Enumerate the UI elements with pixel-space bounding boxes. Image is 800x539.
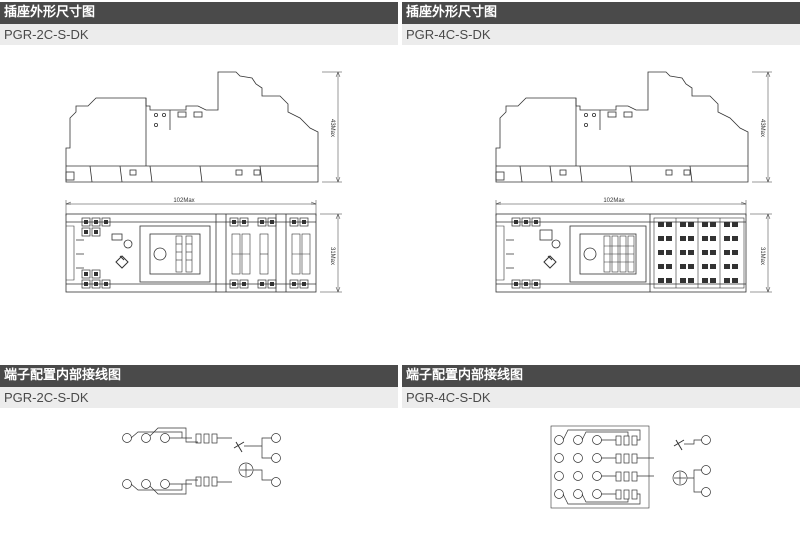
section-title: 插座外形尺寸图 — [0, 2, 398, 24]
model-label: PGR-2C-S-DK — [0, 24, 398, 45]
model-label: PGR-4C-S-DK — [402, 24, 800, 45]
wiring-diagram-2c — [122, 427, 281, 495]
section-title: 端子配置内部接线图 — [0, 365, 398, 387]
height-dimension-label: 43Max — [329, 119, 335, 137]
top-view-4c — [495, 200, 772, 293]
side-view-4c — [495, 71, 772, 183]
dimension-panel-4c: 插座外形尺寸图 PGR-4C-S-DK — [402, 2, 800, 45]
wiring-diagram-4c — [550, 425, 711, 509]
dimension-panel-2c: 插座外形尺寸图 PGR-2C-S-DK — [0, 2, 398, 45]
top-view-2c — [65, 200, 342, 293]
model-label: PGR-2C-S-DK — [0, 387, 398, 408]
side-view-2c — [65, 71, 342, 183]
section-title: 端子配置内部接线图 — [402, 365, 800, 387]
wiring-panel-2c: 端子配置内部接线图 PGR-2C-S-DK — [0, 365, 398, 408]
width-dimension-label: 102Max — [173, 198, 194, 204]
model-label: PGR-4C-S-DK — [402, 387, 800, 408]
height-dimension-label: 43Max — [759, 119, 765, 137]
height-dimension-label: 31Max — [759, 247, 765, 265]
section-title: 插座外形尺寸图 — [402, 2, 800, 24]
width-dimension-label: 102Max — [603, 198, 624, 204]
wiring-panel-4c: 端子配置内部接线图 PGR-4C-S-DK — [402, 365, 800, 408]
height-dimension-label: 31Max — [329, 247, 335, 265]
